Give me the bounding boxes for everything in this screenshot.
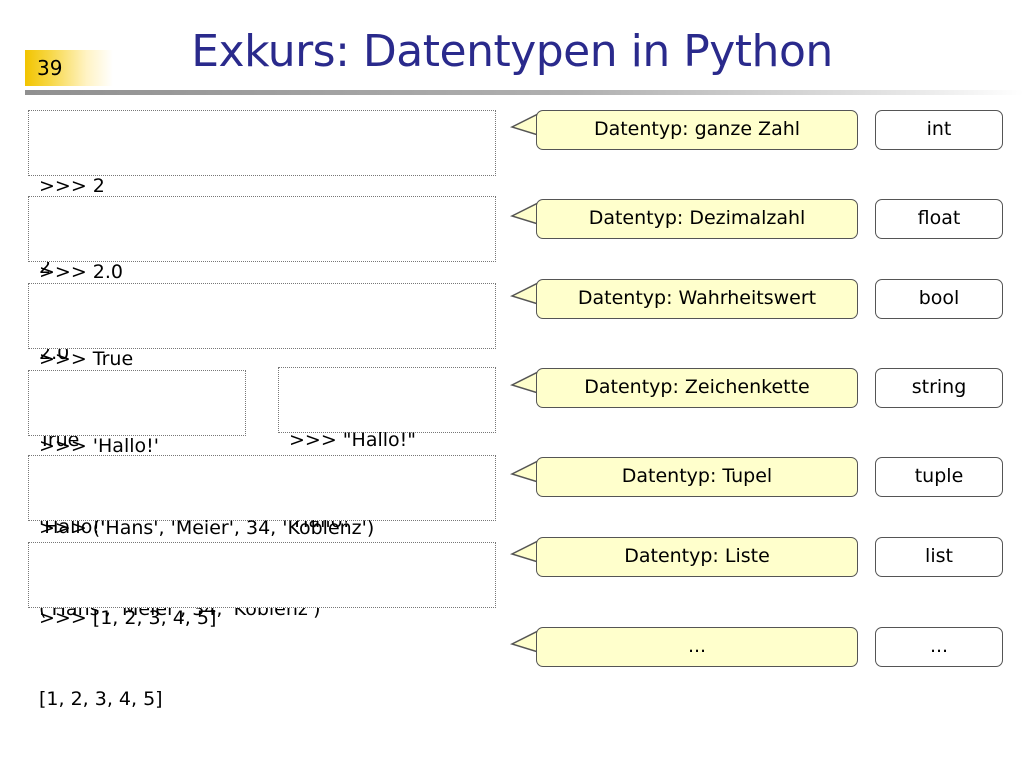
code-input: >>> 2.0	[39, 261, 124, 283]
slide-number: 39	[25, 50, 113, 86]
type-description-callout: Datentyp: Tupel	[536, 457, 858, 497]
type-name-box: string	[875, 368, 1003, 408]
code-example-float: >>> 2.0 2.0	[28, 196, 496, 364]
type-description-callout: Datentyp: Dezimalzahl	[536, 199, 858, 239]
type-name-box: list	[875, 537, 1003, 577]
code-example-list: >>> [1, 2, 3, 4, 5] [1, 2, 3, 4, 5]	[28, 542, 496, 710]
type-description-callout: Datentyp: Zeichenkette	[536, 368, 858, 408]
code-example-string-double: >>> "Hallo!" 'Hallo!'	[278, 367, 496, 532]
type-description-callout: ...	[536, 627, 858, 667]
title-divider	[25, 90, 1024, 95]
type-name-box: float	[875, 199, 1003, 239]
code-input: >>> ('Hans', 'Meier', 34, 'Koblenz')	[39, 517, 375, 539]
type-description-callout: Datentyp: ganze Zahl	[536, 110, 858, 150]
slide-title: Exkurs: Datentypen in Python	[191, 26, 833, 77]
code-example-string-single: >>> 'Hallo!' 'Hallo!'	[28, 370, 246, 538]
type-name-box: int	[875, 110, 1003, 150]
type-description-callout: Datentyp: Liste	[536, 537, 858, 577]
code-input: >>> True	[39, 348, 134, 370]
code-input: >>> [1, 2, 3, 4, 5]	[39, 607, 217, 629]
code-example-tuple: >>> ('Hans', 'Meier', 34, 'Koblenz') ('H…	[28, 455, 496, 620]
code-input: >>> "Hallo!"	[289, 429, 417, 451]
type-description-callout: Datentyp: Wahrheitswert	[536, 279, 858, 319]
type-name-box: tuple	[875, 457, 1003, 497]
type-name-box: ...	[875, 627, 1003, 667]
code-input: >>> 'Hallo!'	[39, 435, 159, 457]
code-input: >>> 2	[39, 175, 105, 197]
code-example-int: >>> 2 2	[28, 110, 496, 278]
code-example-bool: >>> True True	[28, 283, 496, 451]
code-output: [1, 2, 3, 4, 5]	[39, 688, 163, 710]
code-output: 'Hallo!'	[39, 516, 106, 538]
type-name-box: bool	[875, 279, 1003, 319]
